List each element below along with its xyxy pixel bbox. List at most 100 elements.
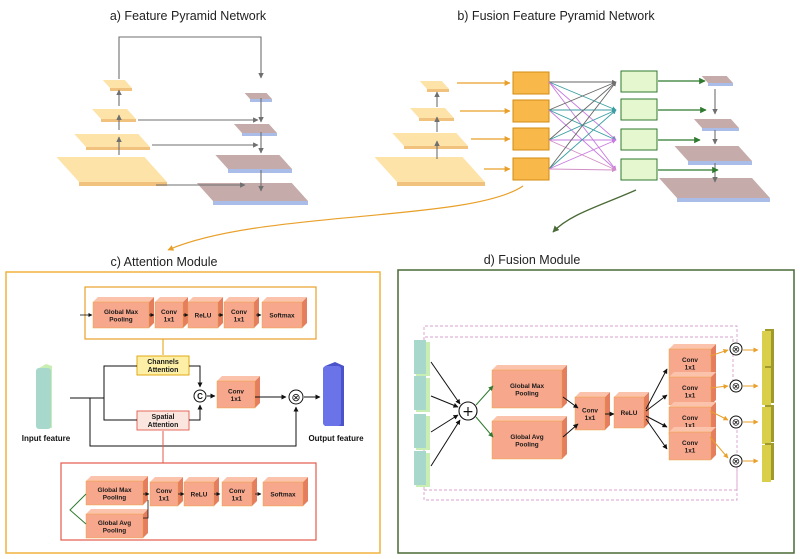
fusion-multiply-operator-2: ⊗ — [729, 379, 743, 393]
fusion-input-features — [414, 340, 430, 487]
fusion-max-pool-label-line1: Global Max — [510, 383, 545, 390]
ffpn-output-level-1 — [701, 76, 733, 86]
attention-module-block-1 — [512, 71, 550, 95]
concat-operator: C — [193, 389, 207, 403]
fusion-output-feature-4 — [762, 443, 774, 482]
fusion-conv-label-line1: Conv — [582, 408, 598, 415]
spatial-step-1-label-line2: 1x1 — [159, 496, 170, 503]
fusion-module-frame — [397, 269, 795, 554]
fusion-avg-pool-label-line1: Global Avg — [510, 434, 543, 441]
fusion-branch-conv-3-label-line2: 1x1 — [685, 423, 696, 430]
fusion-multiply-operator-1: ⊗ — [729, 342, 743, 356]
spatial-max-pool-label-line1: Global Max — [97, 487, 132, 494]
channels-attention-box: Channels Attention — [136, 355, 190, 376]
fpn-output-level-4 — [196, 183, 308, 205]
input-feature-map — [36, 364, 52, 429]
ffpn-arrows — [167, 77, 719, 251]
title-attention-module: c) Attention Module — [110, 255, 217, 269]
fusion-multiply-symbol-1: ⊗ — [732, 345, 740, 356]
spatial-step-1-label-line1: Conv — [156, 488, 172, 495]
spatial-avg-pool-label-line1: Global Avg — [98, 520, 131, 527]
fusion-branch-conv-4-label-line1: Conv — [682, 440, 698, 447]
fusion-module-column — [620, 70, 658, 181]
channel-step-4-label-line2: 1x1 — [234, 317, 245, 324]
fusion-multiply-operator-4: ⊗ — [729, 454, 743, 468]
attention-conv-label-line2: 1x1 — [231, 396, 242, 403]
spatial-step-2-label: ReLU — [191, 492, 208, 499]
attention-module-block-3 — [512, 127, 550, 151]
attention-multiply-symbol: ⊗ — [291, 391, 300, 404]
fusion-relu-label: ReLU — [621, 410, 638, 417]
fusion-output-feature-1 — [762, 329, 774, 368]
concat-symbol: C — [197, 392, 203, 401]
channel-attention-detail-frame — [84, 286, 317, 340]
ffpn-output-level-4 — [659, 178, 770, 202]
spatial-step-3-label-line1: Conv — [229, 488, 245, 495]
fusion-multiply-symbol-2: ⊗ — [732, 382, 740, 393]
fpn-output-level-2 — [233, 124, 277, 136]
ffpn-input-level-3 — [392, 133, 468, 149]
channels-attention-label-line1: Channels — [147, 359, 179, 366]
spatial-attention-detail-frame — [60, 462, 317, 541]
fusion-module-block-4 — [620, 158, 658, 181]
spatial-step-4-label: Softmax — [270, 492, 296, 499]
fusion-multiply-symbol-4: ⊗ — [732, 457, 740, 468]
ffpn-output-pyramid — [659, 76, 770, 202]
spatial-step-4: Softmax — [262, 477, 308, 507]
ffpn-output-level-2 — [693, 119, 739, 131]
spatial-avg-merge-line — [143, 500, 149, 519]
channel-step-3-label: ReLU — [195, 313, 212, 320]
fpn-input-level-1 — [102, 80, 132, 91]
fpn-output-level-3 — [215, 155, 292, 173]
fusion-flow-lines — [430, 347, 759, 467]
spatial-step-3-label-line2: 1x1 — [232, 496, 243, 503]
output-feature-label: Output feature — [308, 434, 364, 443]
channel-step-3: ReLU — [187, 297, 223, 329]
fusion-branch-conv-2-label-line2: 1x1 — [685, 393, 696, 400]
fusion-relu: ReLU — [613, 392, 649, 429]
fusion-input-feature-4 — [414, 451, 430, 487]
spatial-split-arrow — [69, 493, 87, 525]
spatial-avg-pool-label-line2: Pooling — [103, 528, 127, 535]
channel-step-2-label-line2: 1x1 — [164, 317, 175, 324]
attention-flow-lines — [70, 339, 321, 463]
fusion-input-feature-1 — [414, 340, 430, 376]
fusion-multiply-operator-3: ⊗ — [729, 415, 743, 429]
fusion-max-pool-label-line2: Pooling — [515, 391, 539, 398]
fusion-input-feature-3 — [414, 414, 430, 450]
spatial-attention-label-line1: Spatial — [152, 414, 175, 421]
spatial-attention-box: Spatial Attention — [136, 410, 190, 431]
ffpn-input-pyramid — [374, 81, 485, 186]
ffpn-input-level-2 — [410, 108, 454, 121]
fusion-avg-pool-label-line2: Pooling — [515, 442, 539, 449]
ffpn-input-level-1 — [419, 81, 449, 92]
fpn-output-pyramid — [196, 93, 308, 205]
fusion-branch-conv-2-label-line1: Conv — [682, 385, 698, 392]
fusion-multiply-symbol-3: ⊗ — [732, 418, 740, 429]
fpn-output-level-1 — [244, 93, 272, 102]
ffpn-input-level-4 — [374, 157, 485, 186]
fpn-input-level-2 — [92, 109, 136, 122]
fpn-arrows — [116, 36, 264, 192]
feature-pyramid-network-panel — [56, 36, 308, 205]
fusion-feature-pyramid-network-panel — [167, 70, 770, 251]
channel-step-5-label: Softmax — [269, 313, 295, 320]
fusion-module-block-3 — [620, 128, 658, 151]
channel-step-1-label-line2: Pooling — [109, 317, 133, 324]
channel-step-5: Softmax — [261, 297, 307, 329]
attention-multiply-operator: ⊗ — [288, 389, 304, 405]
channels-attention-label-line2: Attention — [148, 367, 179, 374]
spatial-step-2: ReLU — [183, 477, 219, 507]
